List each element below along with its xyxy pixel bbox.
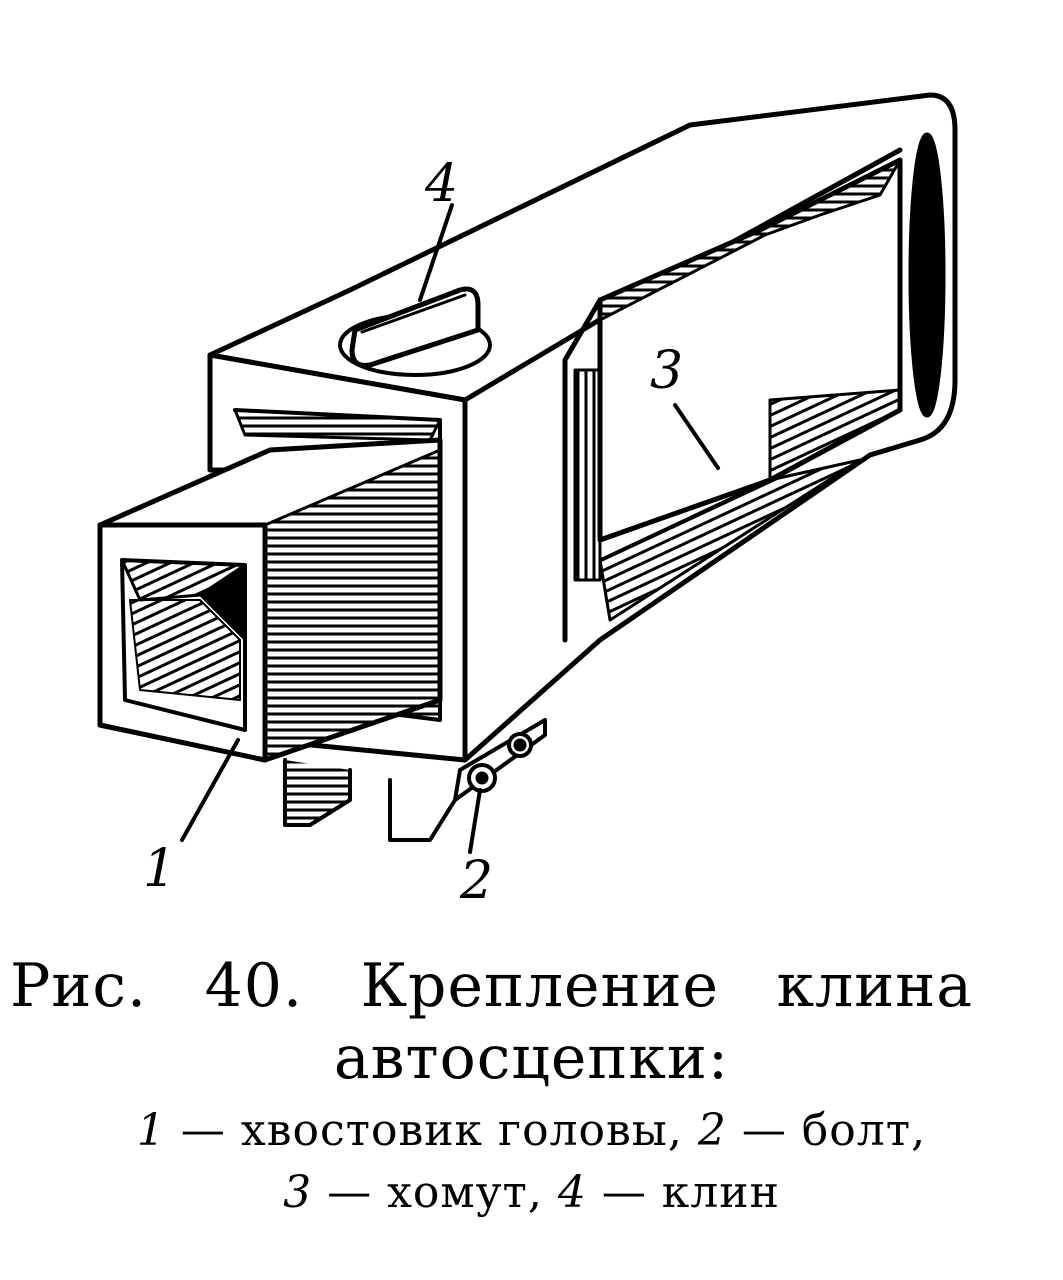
callout-1: 1 (143, 839, 177, 899)
legend-num-4: 4 (557, 1167, 587, 1218)
legend-num-2: 2 (697, 1105, 727, 1156)
callout-3: 3 (650, 341, 684, 401)
legend-num-1: 1 (136, 1105, 166, 1156)
coupler-drawing (97, 92, 958, 854)
bolt-assembly (283, 718, 547, 842)
legend-text-2: — болт, (741, 1105, 927, 1156)
callout-4: 4 (425, 154, 459, 214)
leader-1 (180, 738, 240, 842)
legend-text-1: — хвостовик головы, (180, 1105, 683, 1156)
leader-2 (468, 788, 482, 854)
legend-text-4: — клин (601, 1167, 780, 1218)
legend-line-1: 1 — хвостовик головы, 2 — болт, (0, 1100, 1063, 1162)
leader-3 (673, 403, 720, 470)
caption-line-2: автосцепки: (333, 1023, 730, 1093)
legend-text-3: — хомут, (327, 1167, 543, 1218)
shank-tail (97, 437, 443, 763)
wedge (338, 286, 492, 377)
legend-num-3: 3 (283, 1167, 313, 1218)
yoke-frame (207, 92, 958, 763)
leader-lines (180, 203, 720, 854)
caption-title: Рис. 40. Крепление клина автосцепки: (0, 950, 1063, 1094)
figure-caption: Рис. 40. Крепление клина автосцепки: 1 —… (0, 950, 1063, 1224)
caption-line-1: Рис. 40. Крепление клина (10, 951, 973, 1021)
leader-4 (418, 203, 454, 302)
callout-2: 2 (460, 851, 494, 911)
legend-line-2: 3 — хомут, 4 — клин (0, 1162, 1063, 1224)
caption-legend: 1 — хвостовик головы, 2 — болт, 3 — хому… (0, 1100, 1063, 1224)
